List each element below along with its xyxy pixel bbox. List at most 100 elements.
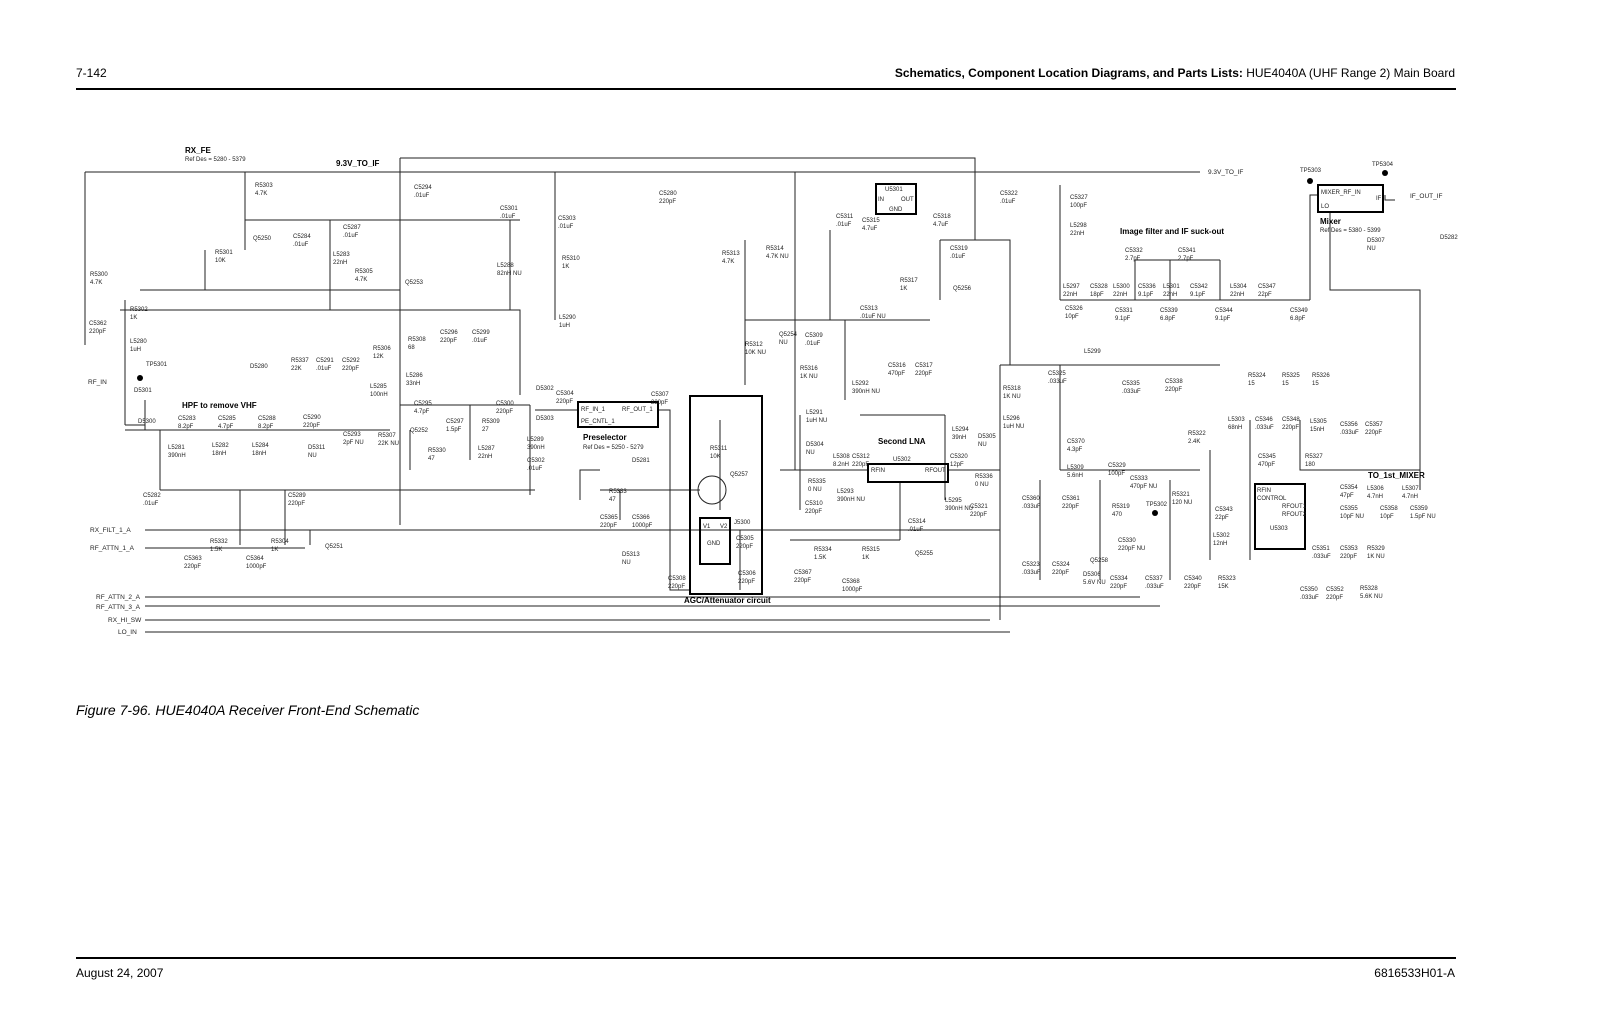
component-ref: R5322	[1188, 431, 1206, 437]
component-value: .01uF	[1000, 199, 1016, 205]
u5301-ref: U5301	[885, 187, 903, 193]
component-value: .033uF	[1340, 430, 1359, 436]
component-ref: R5311	[710, 446, 728, 452]
component-c5325: C5325.033uF	[1048, 371, 1067, 385]
component-value: 1K	[562, 264, 569, 270]
component-ref: Q5258	[1090, 558, 1109, 564]
component-ref: L5301	[1163, 284, 1180, 290]
component-c5356: C5356.033uF	[1340, 422, 1359, 436]
component-ref: L5281	[168, 445, 185, 451]
block-label-agc: AGC/Attenuator circuit	[684, 596, 771, 605]
component-value: 390nH NU	[837, 497, 865, 503]
component-value: 0 NU	[808, 487, 822, 493]
component-value: .033uF	[1022, 504, 1041, 510]
component-value: .01uF	[143, 501, 159, 507]
component-value: 1K	[862, 555, 869, 561]
component-value: 220pF	[668, 584, 685, 590]
component-ref: R5300	[90, 272, 108, 278]
component-ref: C5335	[1122, 381, 1140, 387]
component-ref: R5323	[1218, 576, 1236, 582]
component-value: .01uF	[558, 224, 574, 230]
component-ref: L5284	[252, 443, 269, 449]
component-value: 1K NU	[1003, 394, 1021, 400]
component-ref: R5308	[408, 337, 426, 343]
component-ref: R5304	[271, 539, 289, 545]
component-ref: R5305	[355, 269, 373, 275]
component-ref: C5358	[1380, 506, 1398, 512]
component-ref: C5363	[184, 556, 202, 562]
component-value: .01uF	[472, 338, 488, 344]
component-value: 2pF NU	[343, 440, 364, 446]
component-ref: R5301	[215, 250, 233, 256]
component-value: 220pF	[496, 409, 513, 415]
component-value: 470pF NU	[1130, 484, 1157, 490]
component-value: 220pF	[1326, 595, 1343, 601]
component-ref: C5315	[862, 218, 880, 224]
component-ref: R5307	[378, 433, 396, 439]
component-ref: R5328	[1360, 586, 1378, 592]
component-value: 220pF	[738, 579, 755, 585]
preselector-ic	[577, 401, 659, 428]
component-value: 22K	[291, 366, 302, 372]
component-ref: C5341	[1178, 248, 1196, 254]
component-c5294: C5294.01uF	[414, 185, 432, 199]
component-ref: C5326	[1065, 306, 1083, 312]
u5302-pin-rfin: RFIN	[871, 468, 885, 474]
component-value: 68nH	[1228, 425, 1242, 431]
component-value: 39nH	[952, 435, 966, 441]
component-ref: C5349	[1290, 308, 1308, 314]
component-ref: Q5256	[953, 286, 972, 292]
component-value: 4.7K	[90, 280, 102, 286]
component-c5303: C5303.01uF	[558, 216, 576, 230]
component-ref: D5305	[978, 434, 996, 440]
u5301-pin-out: OUT	[901, 197, 914, 203]
component-ref: Q5251	[325, 544, 344, 550]
component-ref: C5285	[218, 416, 236, 422]
component-ref: D5300	[138, 419, 156, 425]
u5303-pin-rfout2: RFOUT2	[1282, 512, 1307, 518]
pin-rf-in-1: RF_IN_1	[581, 407, 606, 413]
component-q5257: Q5257	[730, 472, 749, 478]
component-ref: D5302	[536, 386, 554, 392]
component-ref: R5330	[428, 448, 446, 454]
component-ref: C5296	[440, 330, 458, 336]
component-value: 100pF	[1070, 203, 1087, 209]
component-value: 10pF NU	[1340, 514, 1364, 520]
component-value: .01uF	[527, 466, 543, 472]
component-value: 9.1pF	[1115, 316, 1131, 322]
component-ref: C5287	[343, 225, 361, 231]
component-value: 220pF	[805, 509, 822, 515]
component-value: .033uF	[1255, 425, 1274, 431]
component-ref: L5292	[852, 381, 869, 387]
component-value: 220pF	[89, 329, 106, 335]
component-ref: D5311	[308, 445, 326, 451]
component-ref: C5348	[1282, 417, 1300, 423]
